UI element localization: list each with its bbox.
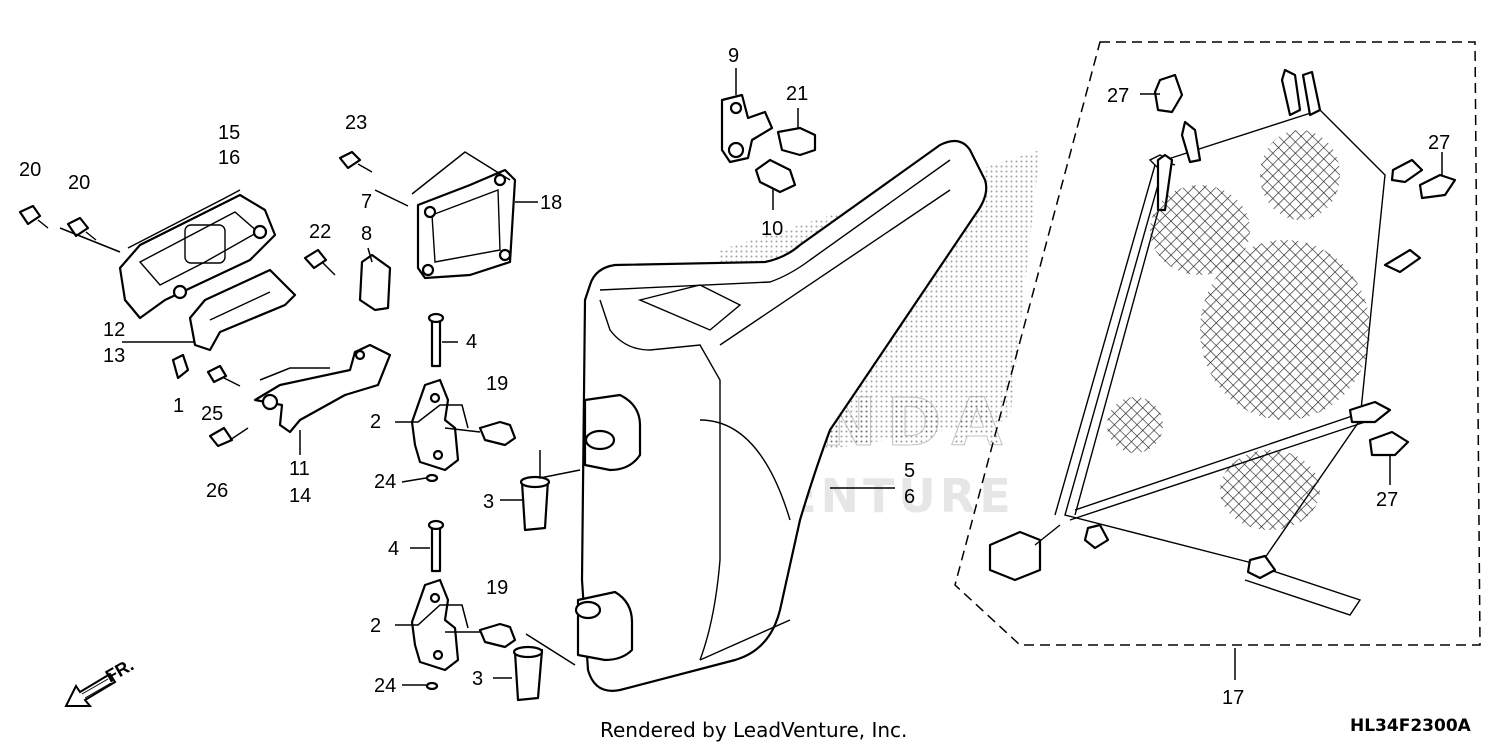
callout-27: 27 <box>1107 85 1129 107</box>
callout-22: 22 <box>309 221 331 243</box>
callout-13: 13 <box>103 345 125 367</box>
hinge-bracket-part <box>253 343 392 434</box>
callout-9: 9 <box>728 45 739 67</box>
callouts: 1 2 2 3 3 4 4 5 6 7 8 9 10 11 12 13 14 1… <box>19 45 1450 709</box>
callout-4: 4 <box>466 331 477 353</box>
hinge-part <box>410 378 460 672</box>
callout-24: 24 <box>374 471 396 493</box>
callout-20: 20 <box>68 172 90 194</box>
pin-part <box>427 312 445 573</box>
rubber-stopper-part <box>754 158 797 194</box>
direction-label: FR. <box>102 655 137 687</box>
callout-6: 6 <box>904 486 915 508</box>
callout-12: 12 <box>103 319 125 341</box>
callout-18: 18 <box>540 192 562 214</box>
front-direction-indicator: FR. <box>64 655 137 707</box>
callout-7: 7 <box>361 191 372 213</box>
callout-16: 16 <box>218 147 240 169</box>
callout-1: 1 <box>173 395 184 417</box>
callout-20: 20 <box>19 159 41 181</box>
callout-27: 27 <box>1376 489 1398 511</box>
callout-14: 14 <box>289 485 311 507</box>
callout-21: 21 <box>786 83 808 105</box>
callout-2: 2 <box>370 615 381 637</box>
clip-part <box>1153 73 1457 457</box>
diagram-code: HL34F2300A <box>1350 716 1471 736</box>
callout-27: 27 <box>1428 132 1450 154</box>
callout-3: 3 <box>472 668 483 690</box>
plate-part <box>416 168 517 280</box>
callout-4: 4 <box>388 538 399 560</box>
callout-5: 5 <box>904 460 915 482</box>
leader-lines <box>59 68 1443 686</box>
arrow-icon <box>64 672 117 707</box>
callout-11: 11 <box>289 458 310 480</box>
callout-10: 10 <box>761 218 783 240</box>
latch-part <box>358 253 392 312</box>
bushing-part <box>512 475 551 702</box>
callout-3: 3 <box>483 491 494 513</box>
bolt-part <box>18 126 817 691</box>
callout-26: 26 <box>206 480 228 502</box>
striker-bracket-part <box>720 93 774 164</box>
callout-19: 19 <box>486 373 508 395</box>
callout-8: 8 <box>361 223 372 245</box>
callout-15: 15 <box>218 122 240 144</box>
cover-part <box>188 268 297 352</box>
callout-19: 19 <box>486 577 508 599</box>
callout-2: 2 <box>370 411 381 433</box>
door-panel-part <box>574 139 988 692</box>
callout-24: 24 <box>374 675 396 697</box>
callout-23: 23 <box>345 112 367 134</box>
bracket-cover-part <box>118 193 277 320</box>
callout-17: 17 <box>1222 687 1244 709</box>
callout-25: 25 <box>201 403 223 425</box>
cargo-net-part <box>954 41 1481 680</box>
render-credit: Rendered by LeadVenture, Inc. <box>600 718 908 742</box>
